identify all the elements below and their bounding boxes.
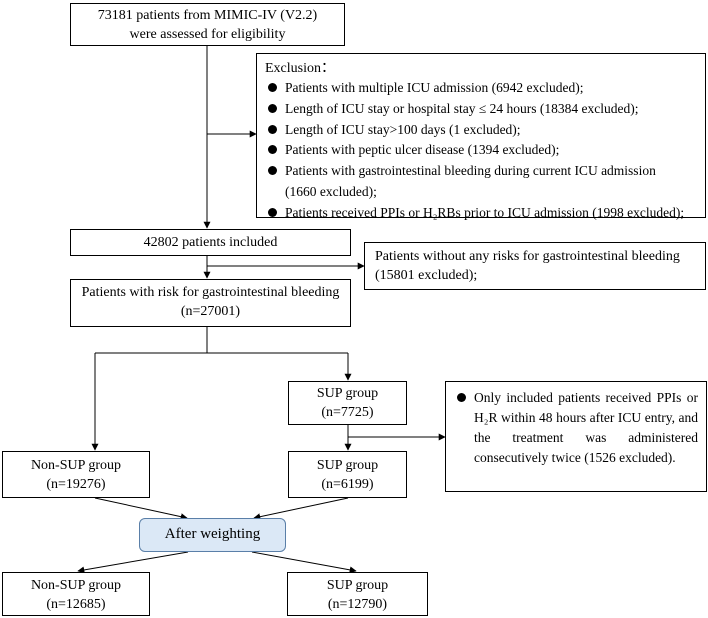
no-risk-line-1: Patients without any risks for gastroint…	[375, 249, 680, 264]
exclusion-item: Length of ICU stay>100 days (1 excluded)…	[265, 120, 699, 141]
sup-before-line-1: SUP group	[316, 458, 379, 473]
connector-sup-to-weighting	[253, 497, 349, 521]
sup-initial-line-1: SUP group	[316, 386, 379, 401]
assessed-line-2: were assessed for eligibility	[129, 27, 286, 42]
sup-exclusion-item: Only included patients received PPIs or …	[454, 388, 698, 468]
bullet-icon	[268, 145, 277, 155]
bullet-icon	[268, 103, 277, 113]
no-risk-box: Patients without any risks for gastroint…	[364, 242, 706, 290]
weighting-box: After weighting	[139, 518, 286, 552]
sup-after-box: SUP group (n=12790)	[287, 572, 428, 616]
sup-before-box: SUP group (n=6199)	[288, 451, 407, 498]
connector-non-sup-to-weighting	[94, 497, 188, 521]
non-sup-before-line-1: Non-SUP group	[30, 458, 122, 473]
exclusion-heading: Exclusion：	[265, 61, 335, 76]
risk-line-1: Patients with risk for gastrointestinal …	[81, 285, 340, 300]
connector-weighting-to-non-sup	[77, 551, 189, 574]
sup-after-line-1: SUP group	[326, 578, 389, 593]
sup-exclusion-box: Only included patients received PPIs or …	[445, 381, 707, 492]
exclusion-item: Patients with multiple ICU admission (69…	[265, 78, 699, 99]
risk-box: Patients with risk for gastrointestinal …	[70, 279, 351, 327]
exclusion-box: Exclusion： Patients with multiple ICU ad…	[256, 53, 706, 220]
non-sup-before-box: Non-SUP group (n=19276)	[2, 451, 150, 498]
exclusion-item: Patients with peptic ulcer disease (1394…	[265, 140, 699, 161]
risk-line-2: (n=27001)	[180, 304, 241, 319]
sup-exclusion-list: Only included patients received PPIs or …	[454, 388, 698, 468]
assessed-line-1: 73181 patients from MIMIC-IV (V2.2)	[97, 8, 318, 23]
exclusion-item: Length of ICU stay or hospital stay ≤ 24…	[265, 99, 699, 120]
assessed-box: 73181 patients from MIMIC-IV (V2.2) were…	[70, 3, 345, 46]
bullet-icon	[268, 124, 277, 134]
exclusion-item: Patients with gastrointestinal bleeding …	[265, 161, 699, 203]
non-sup-before-line-2: (n=19276)	[46, 477, 106, 492]
no-risk-line-2: (15801 excluded);	[375, 268, 478, 283]
non-sup-after-box: Non-SUP group (n=12685)	[2, 572, 150, 616]
sup-after-line-2: (n=12790)	[327, 597, 388, 612]
bullet-icon	[268, 207, 277, 217]
exclusion-list: Patients with multiple ICU admission (69…	[265, 78, 699, 224]
connector-weighting-to-sup	[251, 551, 357, 574]
exclusion-item: Patients received PPIs or H₂RBs prior to…	[265, 203, 699, 224]
bullet-icon	[268, 166, 277, 176]
sup-initial-line-2: (n=7725)	[321, 405, 374, 420]
sup-initial-box: SUP group (n=7725)	[288, 381, 407, 425]
non-sup-after-line-2: (n=12685)	[46, 597, 106, 612]
sup-before-line-2: (n=6199)	[321, 477, 374, 492]
included-text: 42802 patients included	[143, 235, 278, 250]
bullet-icon	[457, 393, 466, 402]
weighting-text: After weighting	[164, 526, 261, 542]
included-box: 42802 patients included	[70, 229, 351, 256]
non-sup-after-line-1: Non-SUP group	[30, 578, 122, 593]
bullet-icon	[268, 83, 277, 92]
